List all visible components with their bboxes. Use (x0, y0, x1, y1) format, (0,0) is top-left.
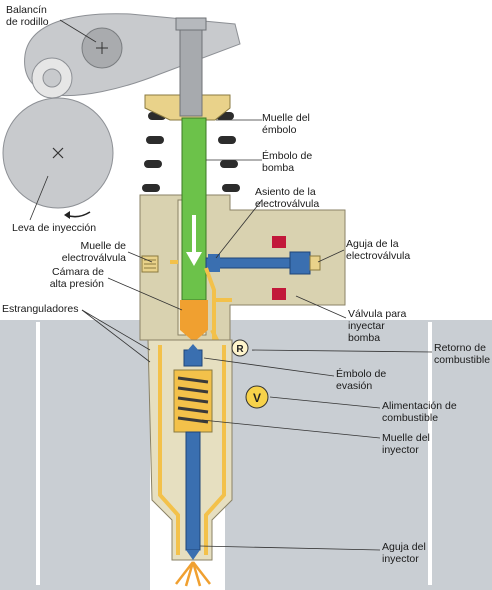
supply-marker: V (253, 391, 261, 405)
solenoid-coil-bottom (272, 288, 286, 300)
leader-lines (29, 19, 433, 551)
return-marker: R (236, 344, 244, 355)
pump-plunger (181, 117, 207, 301)
high-pressure-chamber (180, 300, 208, 342)
label-leva: Leva de inyección (12, 222, 97, 234)
fuel-spray (175, 561, 211, 587)
supply-marker-circle (245, 385, 269, 409)
injector-spring (177, 376, 209, 424)
solenoid-coil-top (272, 236, 286, 248)
engine-block-left (0, 320, 150, 590)
engine-block-right (225, 320, 492, 590)
return-marker-circle (231, 339, 249, 357)
label-estranguladores: Estranguladores (2, 303, 79, 315)
evasion-plunger (183, 349, 203, 367)
nozzle-needle (185, 431, 201, 551)
plunger-rod (179, 19, 203, 117)
fuel-passages (170, 260, 232, 351)
